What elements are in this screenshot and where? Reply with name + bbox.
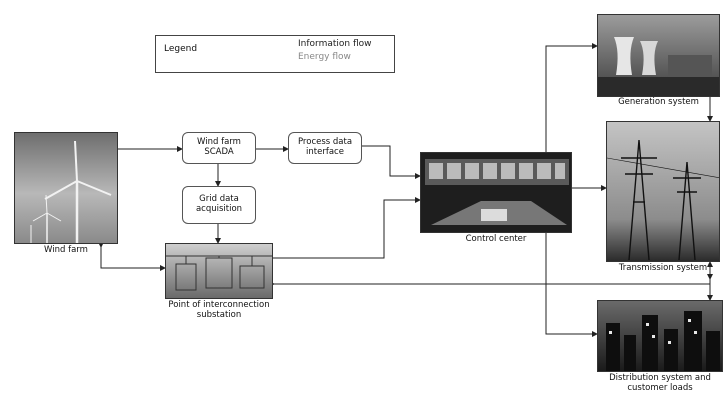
control-room-icon [425, 159, 569, 225]
wind-farm-scada-node: Wind farm SCADA [182, 132, 256, 164]
wind-turbine-icon [30, 140, 112, 243]
grid-data-acquisition-node: Grid data acquisition [182, 186, 256, 224]
power-plant-icon [598, 37, 719, 96]
legend-box: Legend Information flow Energy flow [155, 35, 395, 73]
wind-substation-link [98, 242, 166, 271]
generation-system-image [597, 14, 720, 97]
legend-energy-flow: Energy flow [298, 52, 351, 62]
transmission-system-image [606, 121, 720, 262]
wind-farm-caption: Wind farm [44, 245, 88, 255]
pdi-control-link [357, 143, 421, 179]
distribution-system-caption: Distribution system and customer loads [609, 373, 711, 393]
control-distribution-link [543, 228, 598, 337]
legend-information-flow: Information flow [298, 39, 372, 49]
process-data-interface-node: Process data interface [288, 132, 362, 164]
substation-icon [166, 255, 272, 291]
generation-system-caption: Generation system [618, 97, 699, 107]
substation-image [165, 243, 273, 299]
substation-control-link [268, 197, 421, 261]
transmission-tower-icon [607, 139, 719, 261]
control-generation-link [543, 43, 598, 157]
legend-title: Legend [164, 44, 198, 54]
transmission-system-caption: Transmission system [618, 263, 708, 273]
substation-caption: Point of interconnection substation [168, 300, 270, 320]
control-center-image [420, 152, 572, 233]
distribution-system-image [597, 300, 723, 372]
control-center-caption: Control center [465, 234, 527, 244]
wind-farm-image [14, 132, 118, 244]
city-skyline-icon [606, 311, 720, 371]
